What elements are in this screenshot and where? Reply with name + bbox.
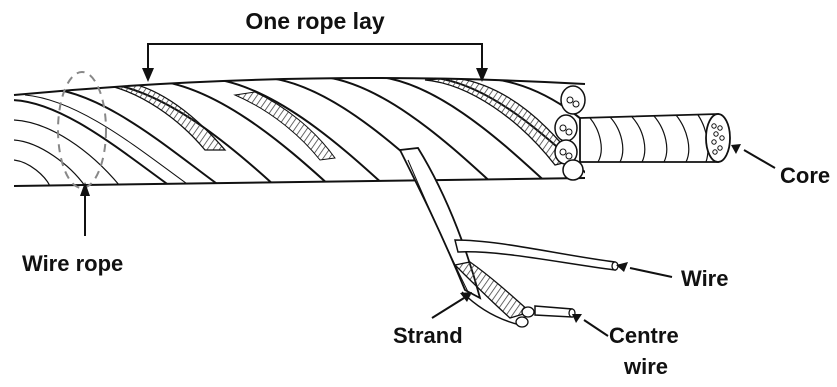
label-wire-rope: Wire rope bbox=[22, 251, 123, 276]
single-wire bbox=[455, 240, 618, 270]
wire-rope-body bbox=[10, 76, 620, 186]
label-centre-wire-line1: Centre bbox=[609, 323, 679, 348]
core-arrow bbox=[744, 150, 775, 168]
centre-wire-arrow bbox=[584, 320, 608, 336]
label-rope-lay: One rope lay bbox=[245, 8, 385, 34]
rope-core bbox=[580, 114, 730, 162]
rope-lay-bracket bbox=[142, 44, 488, 82]
label-centre-wire-line2: wire bbox=[623, 354, 668, 379]
wire-arrow bbox=[630, 268, 672, 277]
label-core: Core bbox=[780, 163, 830, 188]
centre-wire bbox=[535, 306, 575, 317]
label-wire: Wire bbox=[681, 266, 728, 291]
label-strand: Strand bbox=[393, 323, 463, 348]
strand-arrow bbox=[432, 298, 464, 318]
